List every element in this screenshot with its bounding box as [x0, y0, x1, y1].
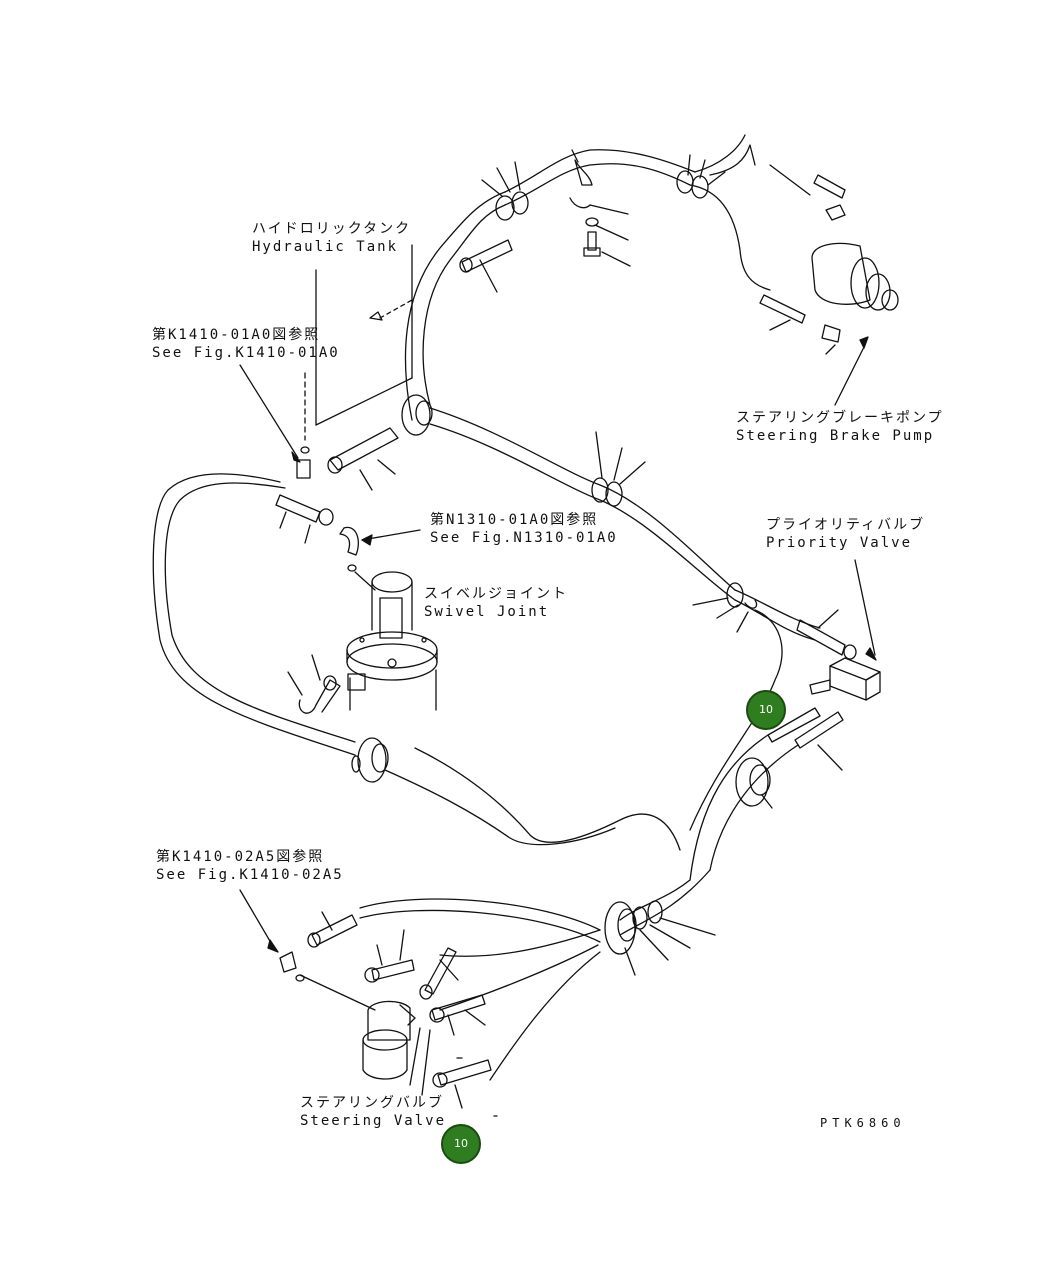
left-grommet [352, 738, 388, 782]
steering-valve [240, 890, 430, 1095]
swivel-lower-hose [288, 655, 340, 713]
right-hoses [690, 708, 843, 880]
steering-valve-label-jp: ステアリングバルブ [300, 1095, 444, 1111]
swivel-joint-label-jp: スイベルジョイント [424, 586, 568, 602]
ref-k1410-01a0-en: See Fig.K1410-01A0 [152, 345, 340, 361]
ref-k1410-01a0-jp: 第K1410-01A0図参照 [152, 327, 321, 343]
upper-hose-loop [405, 135, 770, 420]
lower-hose-bundle [360, 870, 715, 1080]
steering-brake-pump-label-jp: ステアリングブレーキポンプ [736, 410, 944, 426]
priority-valve-label-jp: プライオリティバルブ [766, 517, 926, 533]
steering-brake-pump-label-en: Steering Brake Pump [736, 428, 935, 444]
hydraulic-tank-leader [316, 245, 412, 425]
left-elbow-fitting [240, 365, 310, 478]
swivel-joint-label-en: Swivel Joint [424, 604, 550, 620]
part-callout-10-upper[interactable]: 10 [746, 690, 786, 730]
tank-to-swivel-hoses [276, 428, 420, 555]
swivel-joint [347, 565, 437, 710]
upper-clamps [482, 150, 725, 266]
hydraulic-tank-label-jp: ハイドロリックタンク [252, 221, 412, 237]
ref-n1310-01a0-jp: 第N1310-01A0図参照 [430, 512, 599, 528]
left-loop-hose [153, 474, 680, 850]
ref-n1310-01a0-en: See Fig.N1310-01A0 [430, 530, 618, 546]
ref-k1410-02a5-jp: 第K1410-02A5図参照 [156, 849, 325, 865]
steering-valve-label-en: Steering Valve [300, 1113, 447, 1129]
priority-valve [797, 560, 880, 700]
center-hose [402, 395, 820, 830]
tank-hose-fitting [460, 240, 512, 292]
drawing-code: PTK6860 [820, 1116, 906, 1130]
hydraulic-tank-label-en: Hydraulic Tank [252, 239, 399, 255]
part-callout-10-lower[interactable]: 10 [441, 1124, 481, 1164]
lower-hose-fittings [308, 912, 497, 1116]
priority-valve-label-en: Priority Valve [766, 535, 913, 551]
clamp-bolt [584, 218, 600, 256]
steering-brake-pump [760, 165, 898, 405]
ref-k1410-02a5-en: See Fig.K1410-02A5 [156, 867, 344, 883]
